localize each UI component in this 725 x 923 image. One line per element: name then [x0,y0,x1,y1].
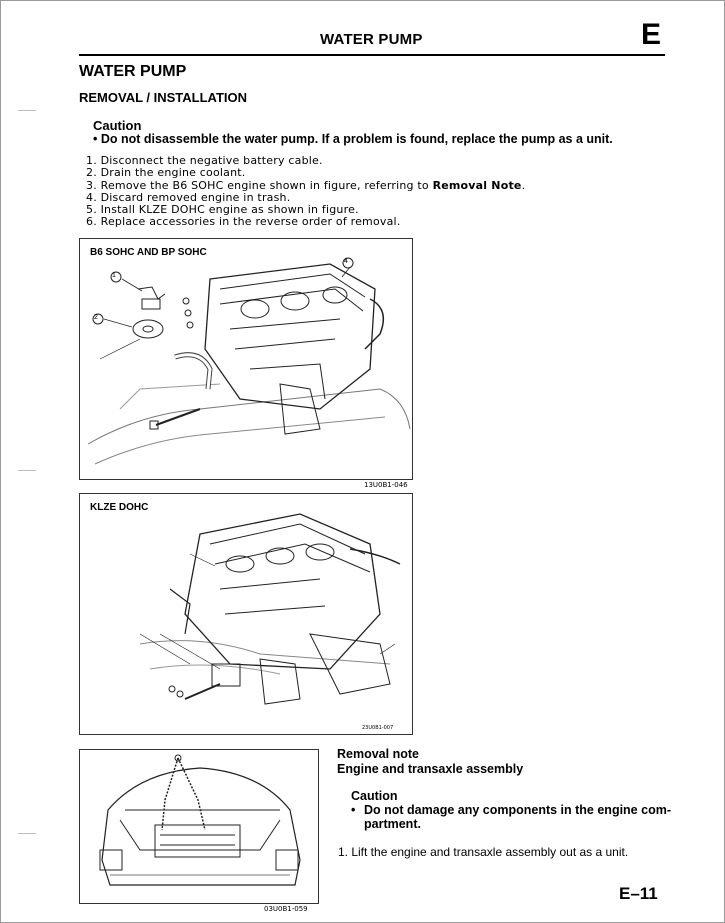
removal-note-step: 1. Lift the engine and transaxle assembl… [338,845,629,859]
removal-note-ref: Removal Note [432,178,522,192]
figure-b6-engine: B6 SOHC AND BP SOHC 1 2 4 [79,238,413,489]
figure-code: 03U0B1-059 [264,905,308,913]
figure-code: 13U0B1-046 [364,481,408,489]
scan-mark [18,110,36,111]
procedure-steps: 1. Disconnect the negative battery cable… [86,154,526,229]
engine-illustration [87,257,411,465]
callout-2: 2 [94,314,98,321]
removal-note-caution-heading: Caution [351,789,398,803]
step-5: 5. Install KLZE DOHC engine as shown in … [86,203,359,217]
page-number: E–11 [619,884,658,903]
step-3: 3. Remove the B6 SOHC engine shown in fi… [86,178,526,192]
caution-body: Do not disassemble the water pump. If a … [100,132,613,146]
scan-mark [18,470,36,471]
callout-4: 4 [344,258,348,265]
callout-1: 1 [112,272,116,279]
figure-label: KLZE DOHC [90,502,149,513]
header-rule [79,54,665,56]
lift-illustration [99,754,301,886]
removal-note-caution-body: Do not damage any components in the engi… [364,803,671,831]
scan-mark [18,833,36,834]
figure-code: 23U0B1-007 [362,725,394,731]
removal-note-subtitle: Engine and transaxle assembly [337,762,524,776]
section-subtitle: REMOVAL / INSTALLATION [79,90,248,105]
removal-note-bullet: • [351,803,356,817]
section-title: WATER PUMP [79,63,187,80]
caution-heading: Caution [93,118,142,133]
figure-klze-engine: KLZE DOHC 23U0B1-007 [79,493,413,735]
removal-note-caution-text: • Do not damage any components in the en… [351,803,681,831]
caution-text: • Do not disassemble the water pump. If … [93,132,613,146]
engine-illustration [139,513,401,705]
section-letter: E [641,18,662,51]
caution-bullet: • [93,132,98,146]
step-1: 1. Disconnect the negative battery cable… [86,154,323,167]
step-6: 6. Replace accessories in the reverse or… [86,215,401,229]
header-title: WATER PUMP [320,31,423,48]
figure-engine-lift: 03U0B1-059 [79,749,319,913]
removal-note-title: Removal note [337,747,419,761]
step-4: 4. Discard removed engine in trash. [86,190,291,204]
figure-label: B6 SOHC AND BP SOHC [90,247,207,258]
step-2: 2. Drain the engine coolant. [86,166,246,180]
